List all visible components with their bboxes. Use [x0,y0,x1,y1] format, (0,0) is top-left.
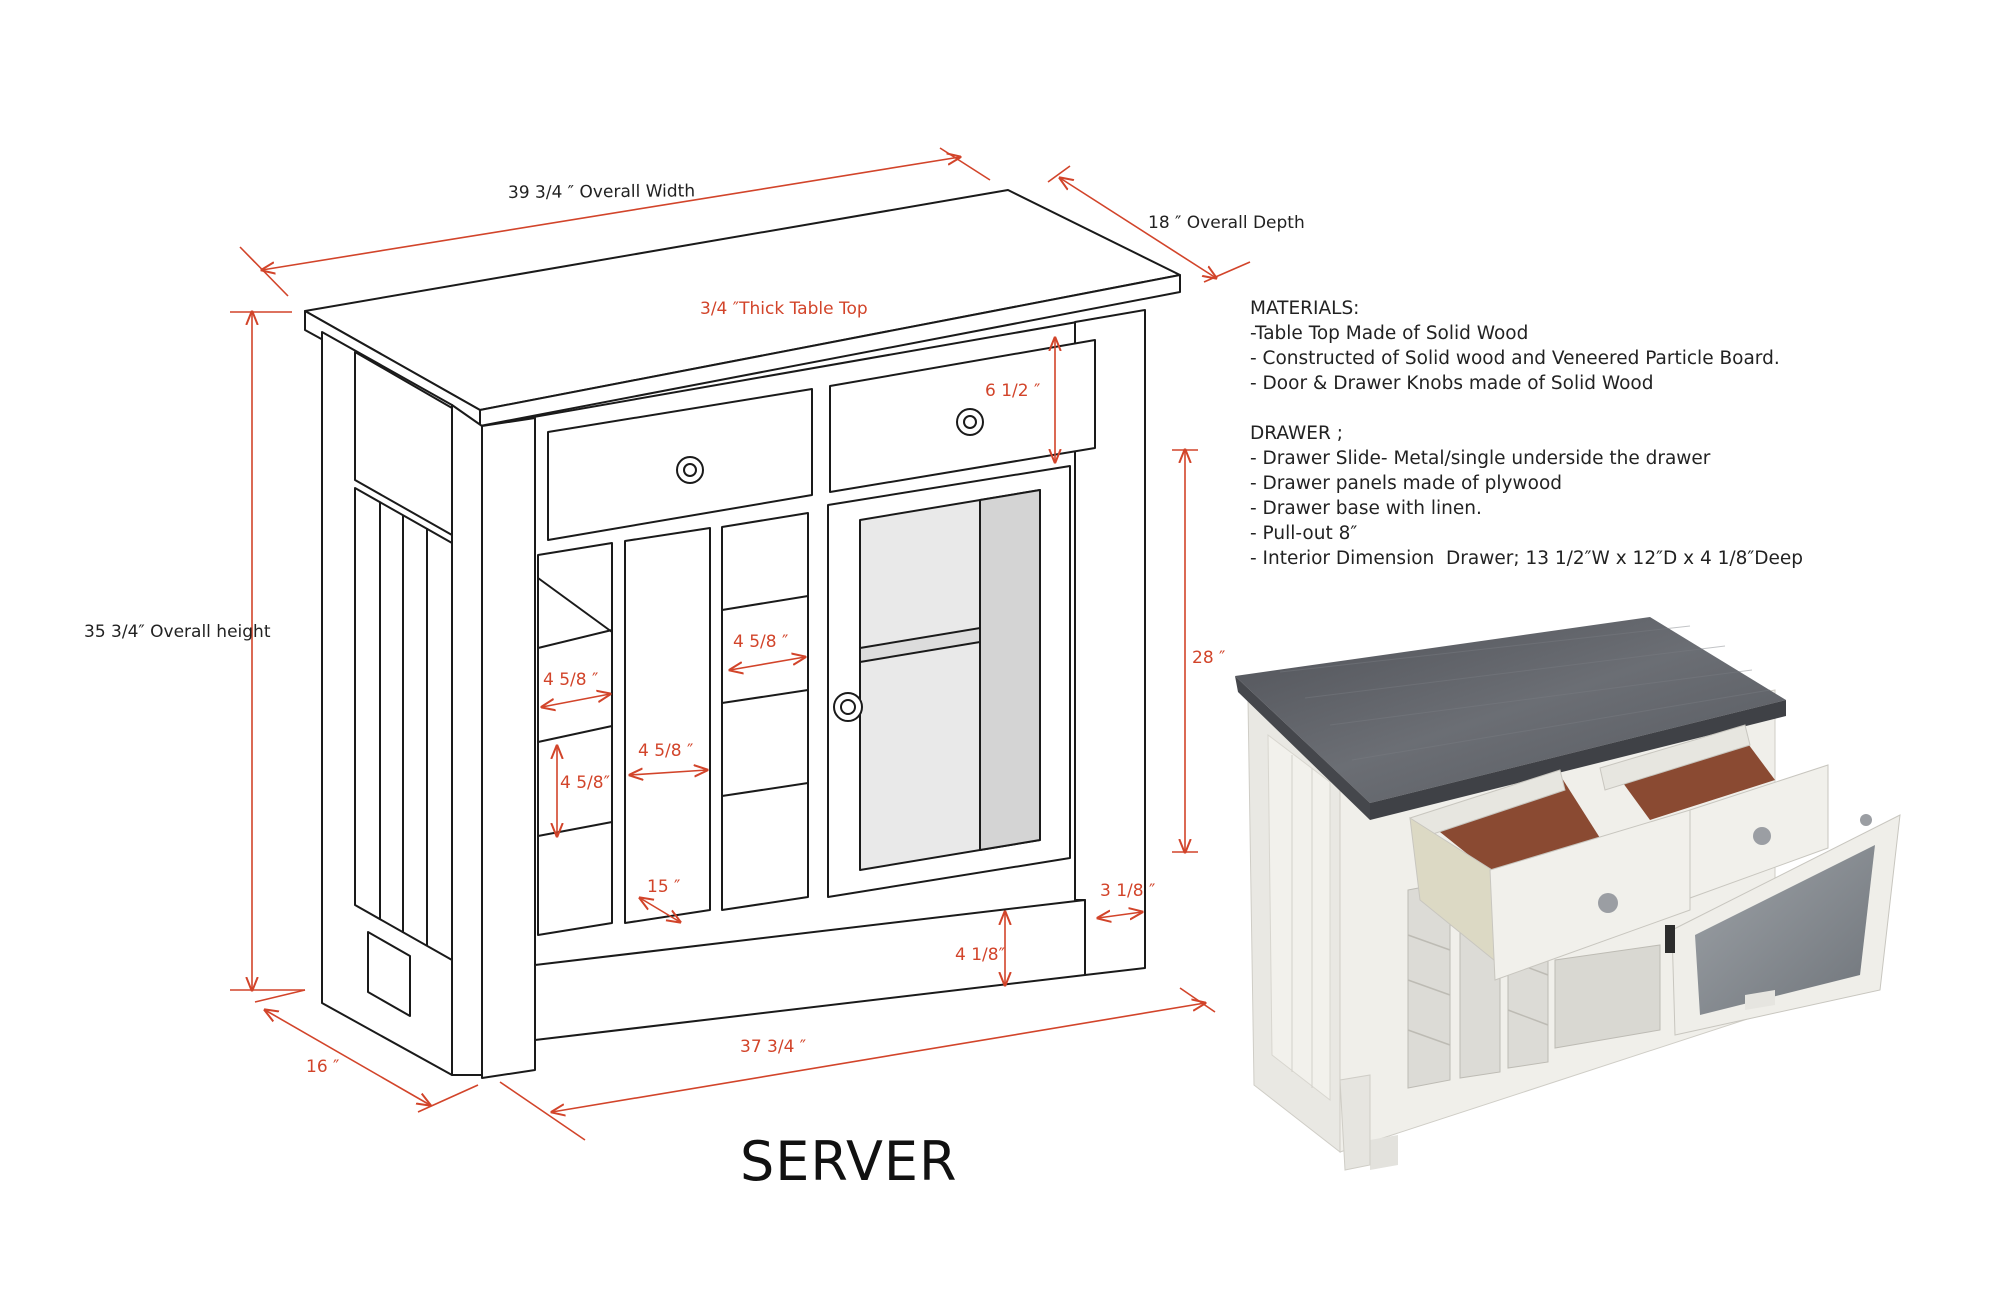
width-dim-line [262,157,960,270]
materials-item: -Table Top Made of Solid Wood [1250,323,1529,344]
materials-item: - Constructed of Solid wood and Veneered… [1250,348,1780,369]
product-photo [1235,617,1901,1171]
wine-rack-center [624,527,711,924]
table-top-label: 3/4 ″Thick Table Top [700,299,868,319]
wine-left-height-label: 4 5/8″ [560,773,610,793]
inner-width-dim-line [552,1003,1205,1112]
wine-rack-right [721,512,809,911]
overall-depth-label: 18 ″ Overall Depth [1148,213,1305,233]
photo-left-drawer-front [1489,809,1691,981]
side-depth-dim-line [265,1010,430,1105]
photo-table-top [1235,617,1786,803]
dimension-lines [230,147,1251,1141]
table-top-front-edge [479,274,1181,427]
wine-left-dim-line [542,694,610,707]
wine-depth-label: 15 ″ [647,877,680,897]
leg-width-dim-line [1098,912,1142,918]
wine-center-dim-line [630,770,707,775]
drawer-heading: DRAWER ; [1250,423,1343,444]
drawer-height-label: 6 1/2 ″ [985,381,1040,401]
drawer-item: - Drawer base with linen. [1250,498,1482,519]
materials-heading: MATERIALS: [1250,298,1360,319]
overall-width-label: 39 3/4 ″ Overall Width [508,181,695,203]
door-height-label: 28 ″ [1192,648,1225,668]
specifications-panel: MATERIALS: -Table Top Made of Solid Wood… [1250,296,1950,571]
materials-item: - Door & Drawer Knobs made of Solid Wood [1250,373,1654,394]
side-depth-label: 16 ″ [306,1057,339,1077]
wine-depth-dim-line [640,898,680,922]
front-frame [451,404,483,1076]
drawer-item: - Pull-out 8″ [1250,523,1358,544]
wine-center-label: 4 5/8 ″ [638,741,693,761]
inner-width-label: 37 3/4 ″ [740,1037,806,1057]
wine-right-dim-line [730,657,805,670]
drawer-item: - Drawer Slide- Metal/single underside t… [1250,448,1711,469]
drawer-item: - Interior Dimension Drawer; 13 1/2″W x … [1250,548,1804,569]
leg-width-label: 3 1/8 ″ [1100,881,1155,901]
wine-left-width-label: 4 5/8 ″ [543,670,598,690]
depth-dim-line [1060,178,1216,278]
line-drawing [304,189,1181,1079]
diagram-title: SERVER [740,1130,958,1193]
leg-height-label: 4 1/8″ [955,945,1005,965]
overall-height-label: 35 3/4″ Overall height [84,622,271,642]
drawer-item: - Drawer panels made of plywood [1250,473,1563,494]
dimension-labels: 39 3/4 ″ Overall Width 18 ″ Overall Dept… [84,181,1305,1077]
wine-right-label: 4 5/8 ″ [733,632,788,652]
front-left-leg [481,417,536,1079]
